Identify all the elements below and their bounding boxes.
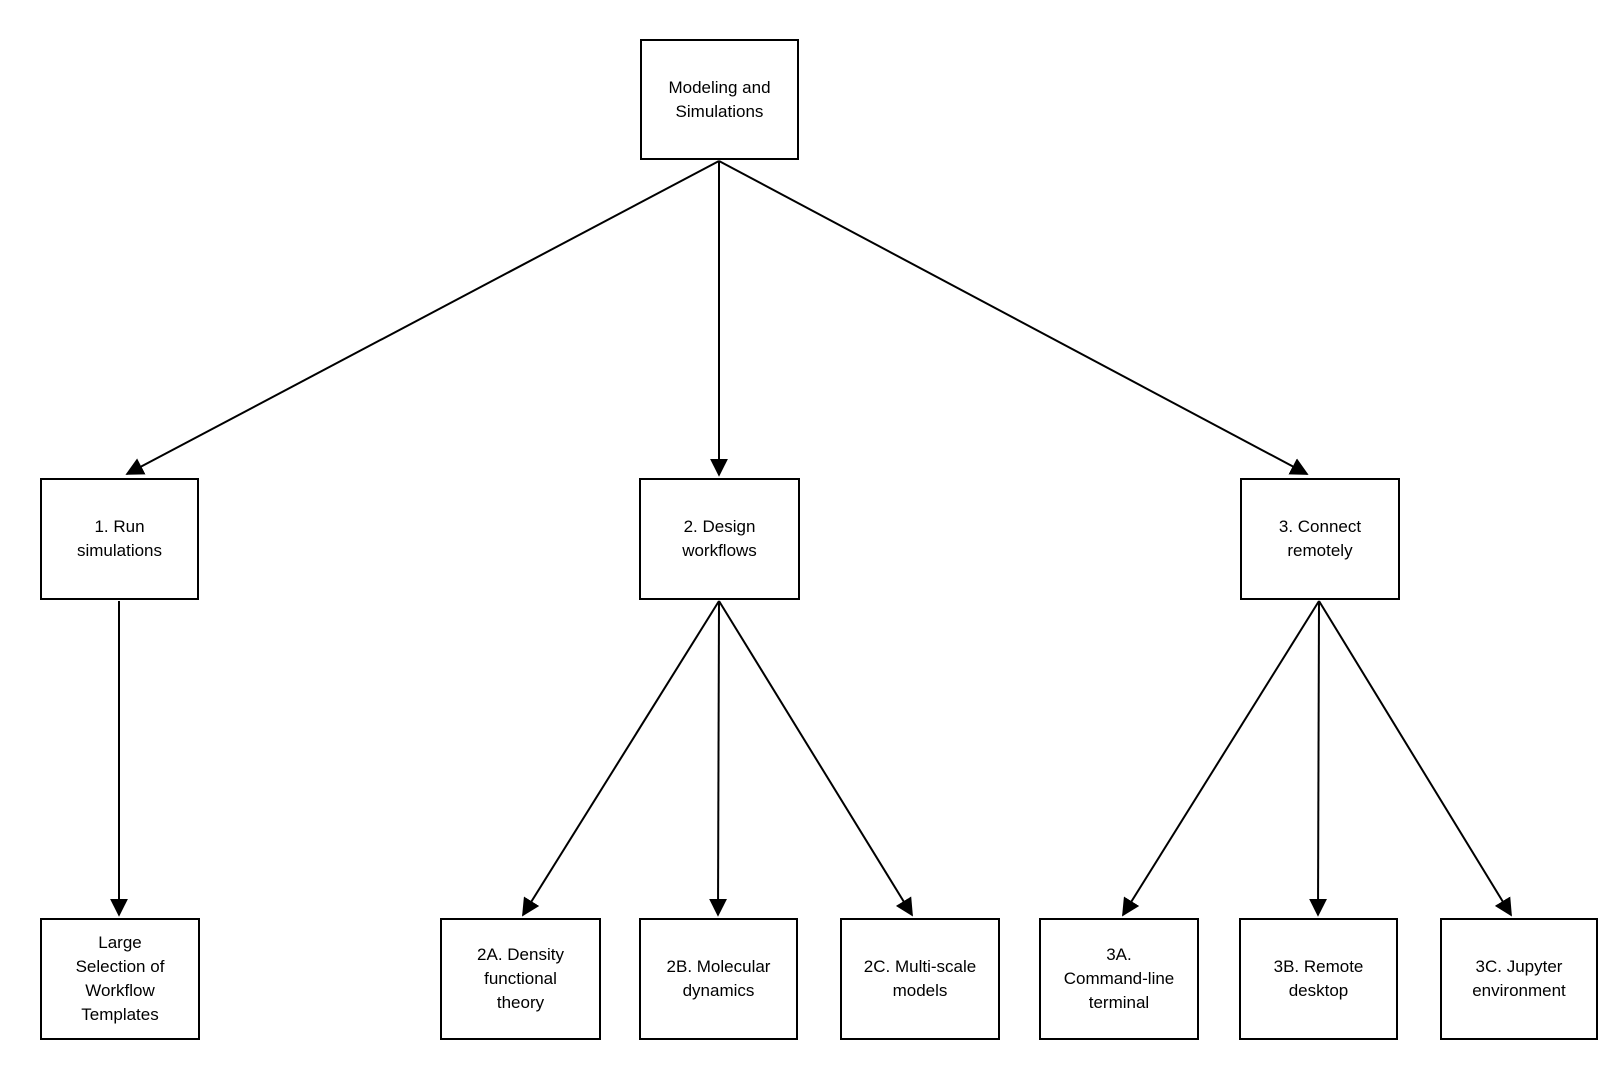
edge-connect-to-remote-desktop (1309, 600, 1328, 917)
node-label: 3A. Command-line terminal (1063, 945, 1175, 1012)
node-multi-scale-models: 2C. Multi-scale models (840, 918, 1000, 1040)
node-label: 2A. Density functional theory (477, 945, 564, 1012)
node-design-workflows: 2. Design workflows (639, 478, 800, 600)
edge-design-to-dft (522, 600, 720, 917)
edge-design-to-molecular-dynamics (709, 600, 728, 917)
node-connect-remotely: 3. Connect remotely (1240, 478, 1400, 600)
node-jupyter-environment: 3C. Jupyter environment (1440, 918, 1598, 1040)
node-remote-desktop: 3B. Remote desktop (1239, 918, 1398, 1040)
node-label: Large Selection of Workflow Templates (75, 933, 165, 1024)
node-modeling-and-simulations: Modeling and Simulations (640, 39, 799, 160)
node-label: 2. Design workflows (682, 517, 757, 560)
node-run-simulations: 1. Run simulations (40, 478, 199, 600)
edge-connect-to-jupyter (1318, 600, 1512, 917)
node-label: 3B. Remote desktop (1273, 957, 1364, 1000)
node-label: 3. Connect remotely (1278, 517, 1362, 560)
node-workflow-templates: Large Selection of Workflow Templates (40, 918, 200, 1040)
node-label: 1. Run simulations (76, 517, 163, 560)
node-label: Modeling and Simulations (668, 77, 771, 121)
node-label: 2B. Molecular dynamics (666, 957, 771, 1000)
node-density-functional-theory: 2A. Density functional theory (440, 918, 601, 1040)
node-molecular-dynamics: 2B. Molecular dynamics (639, 918, 798, 1040)
node-label: 2C. Multi-scale models (863, 957, 977, 1000)
edge-root-to-connect-remotely (718, 160, 1309, 475)
node-label: 3C. Jupyter environment (1472, 957, 1566, 1000)
edge-design-to-multi-scale (718, 600, 913, 917)
edge-root-to-run-simulations (125, 160, 720, 475)
edge-connect-to-cli-terminal (1122, 600, 1320, 917)
node-command-line-terminal: 3A. Command-line terminal (1039, 918, 1199, 1040)
